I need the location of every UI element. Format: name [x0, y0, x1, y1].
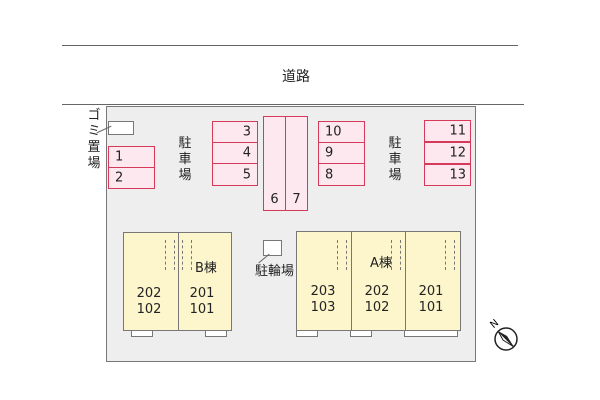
parking-number: 10 — [325, 124, 342, 140]
parking-number: 4 — [242, 145, 251, 161]
stair-a-2 — [391, 240, 401, 270]
parking-number: 1 — [115, 149, 124, 165]
room-upper: 203 — [310, 284, 336, 299]
parking-number: 13 — [449, 167, 466, 183]
stair-b-2 — [182, 240, 192, 270]
parking-number: 11 — [449, 123, 466, 139]
parking-space-10: 10 — [318, 121, 365, 143]
parking-space-5: 5 — [212, 163, 258, 186]
parking-space-11: 11 — [424, 120, 471, 142]
unit-divider — [178, 233, 179, 330]
room-upper: 202 — [364, 284, 390, 299]
room-lower: 103 — [310, 300, 336, 315]
building-b — [123, 232, 232, 331]
building-b-name: B棟 — [195, 261, 217, 276]
parking-number: 3 — [242, 124, 251, 140]
parking-space-7: 7 — [285, 116, 308, 211]
parking-space-6: 6 — [263, 116, 286, 211]
parking-space-3: 3 — [212, 121, 258, 143]
stair-a-3 — [445, 240, 455, 270]
parking-space-8: 8 — [318, 163, 365, 186]
road-edge-top — [62, 45, 518, 46]
parking-space-13: 13 — [424, 164, 471, 186]
parking-number: 8 — [325, 167, 334, 182]
unit-divider — [351, 232, 352, 330]
road-edge-bottom — [62, 104, 524, 105]
compass-letter: N — [488, 318, 501, 331]
road-label: 道路 — [282, 69, 310, 85]
balcony-a-1 — [296, 330, 318, 337]
building-a — [296, 231, 461, 331]
room-upper: 201 — [189, 286, 215, 301]
parking-space-12: 12 — [424, 142, 471, 164]
bicycle-parking-box — [263, 240, 282, 256]
parking-space-1: 1 — [108, 146, 155, 168]
north-compass-icon: N — [488, 318, 518, 351]
stair-b-1 — [165, 240, 175, 270]
parking-number: 6 — [270, 192, 279, 207]
parking-space-4: 4 — [212, 142, 258, 164]
room-upper: 201 — [418, 284, 444, 299]
balcony-a-3 — [404, 330, 458, 337]
parking-label-right: 駐車場 — [388, 136, 402, 183]
room-upper: 202 — [136, 286, 162, 301]
stair-a-1 — [337, 240, 347, 270]
balcony-b-1 — [131, 330, 153, 337]
room-lower: 102 — [364, 300, 390, 315]
garbage-label: ゴミ置場 — [87, 108, 101, 171]
parking-number: 5 — [242, 167, 251, 182]
balcony-a-2 — [350, 330, 372, 337]
parking-space-9: 9 — [318, 142, 365, 164]
parking-number: 9 — [325, 145, 334, 161]
parking-space-2: 2 — [108, 167, 155, 189]
parking-number: 7 — [292, 192, 301, 207]
bicycle-parking-label: 駐輪場 — [255, 264, 295, 279]
garbage-box — [108, 121, 134, 135]
unit-divider — [405, 232, 406, 330]
building-a-name: A棟 — [370, 256, 392, 271]
parking-number: 2 — [115, 170, 124, 186]
room-lower: 101 — [189, 302, 215, 317]
room-lower: 101 — [418, 300, 444, 315]
balcony-b-2 — [205, 330, 227, 337]
parking-label-left: 駐車場 — [178, 136, 192, 183]
parking-number: 12 — [449, 145, 466, 161]
room-lower: 102 — [136, 302, 162, 317]
